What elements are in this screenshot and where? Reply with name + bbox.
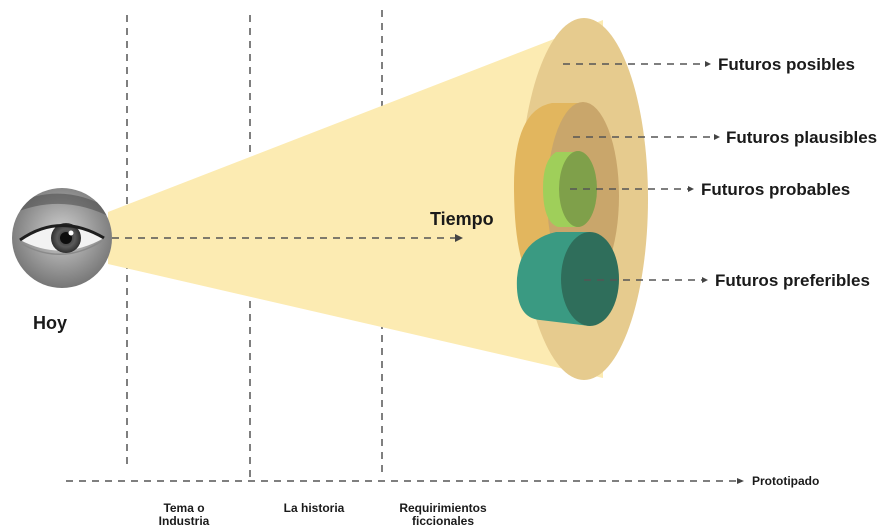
plausibles-arrowhead <box>714 134 720 140</box>
probable-futures-face <box>559 151 597 227</box>
time-label: Tiempo <box>430 209 494 229</box>
time-arrowhead <box>455 234 463 242</box>
futures-cone <box>108 20 603 378</box>
preferable-futures-face <box>561 232 619 326</box>
prototyping-axis-label: Prototipado <box>752 474 819 488</box>
stage-3-label-line1: Requirimientos <box>399 501 487 515</box>
stage-1-label-line1: Tema o <box>163 501 204 515</box>
preferibles-arrowhead <box>702 277 708 283</box>
stage-1-label-line2: Industria <box>159 514 210 528</box>
futuros-posibles-label: Futuros posibles <box>718 55 855 74</box>
origin-label: Hoy <box>33 313 67 333</box>
futuros-probables-label: Futuros probables <box>701 180 850 199</box>
eye-icon <box>12 188 112 288</box>
stage-2-label: La historia <box>284 501 345 515</box>
posibles-arrowhead <box>705 61 711 67</box>
prototyping-arrowhead <box>737 478 744 484</box>
futuros-preferibles-label: Futuros preferibles <box>715 271 870 290</box>
probables-arrowhead <box>688 186 694 192</box>
stage-3-label-line2: ficcionales <box>412 514 474 528</box>
futuros-plausibles-label: Futuros plausibles <box>726 128 877 147</box>
